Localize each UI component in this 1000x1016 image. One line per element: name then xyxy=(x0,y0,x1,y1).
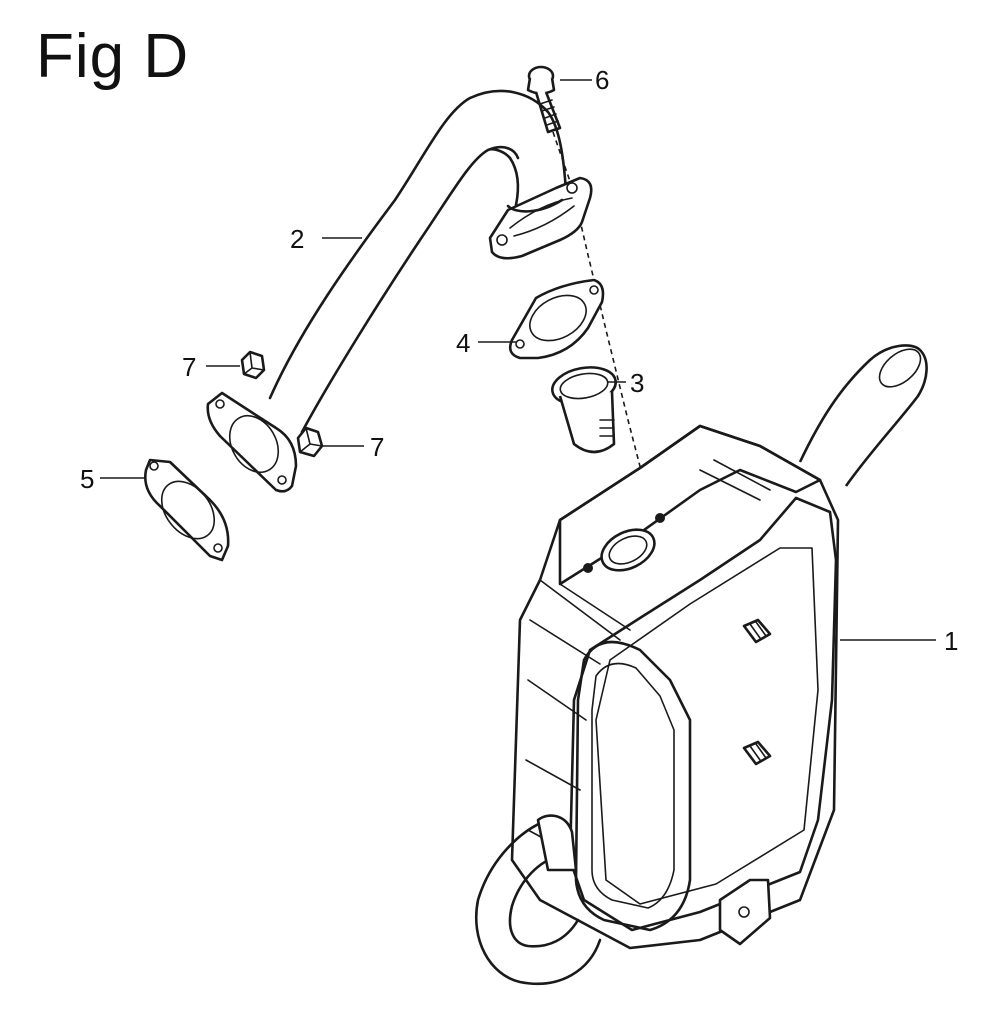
callout-2: 2 xyxy=(290,224,304,254)
callout-1: 1 xyxy=(944,626,958,656)
part-1-muffler[interactable] xyxy=(475,342,928,985)
muffler-stud-lower xyxy=(742,740,772,766)
part-3-spark-arrester[interactable] xyxy=(549,363,618,454)
callout-5: 5 xyxy=(80,464,94,494)
callout-6: 6 xyxy=(595,65,609,95)
figure-title: Fig D xyxy=(36,22,190,91)
muffler-stud-upper xyxy=(742,618,772,644)
callout-7-upper: 7 xyxy=(182,352,196,382)
callout-4: 4 xyxy=(456,328,470,358)
callout-3: 3 xyxy=(630,368,644,398)
part-4-gasket[interactable] xyxy=(508,278,605,360)
part-2-exhaust-pipe[interactable] xyxy=(206,89,593,493)
part-5-gasket[interactable] xyxy=(144,458,230,562)
part-7-nut-lower[interactable] xyxy=(296,426,324,458)
part-7-nut-upper[interactable] xyxy=(240,350,266,380)
callout-7-lower: 7 xyxy=(370,432,384,462)
